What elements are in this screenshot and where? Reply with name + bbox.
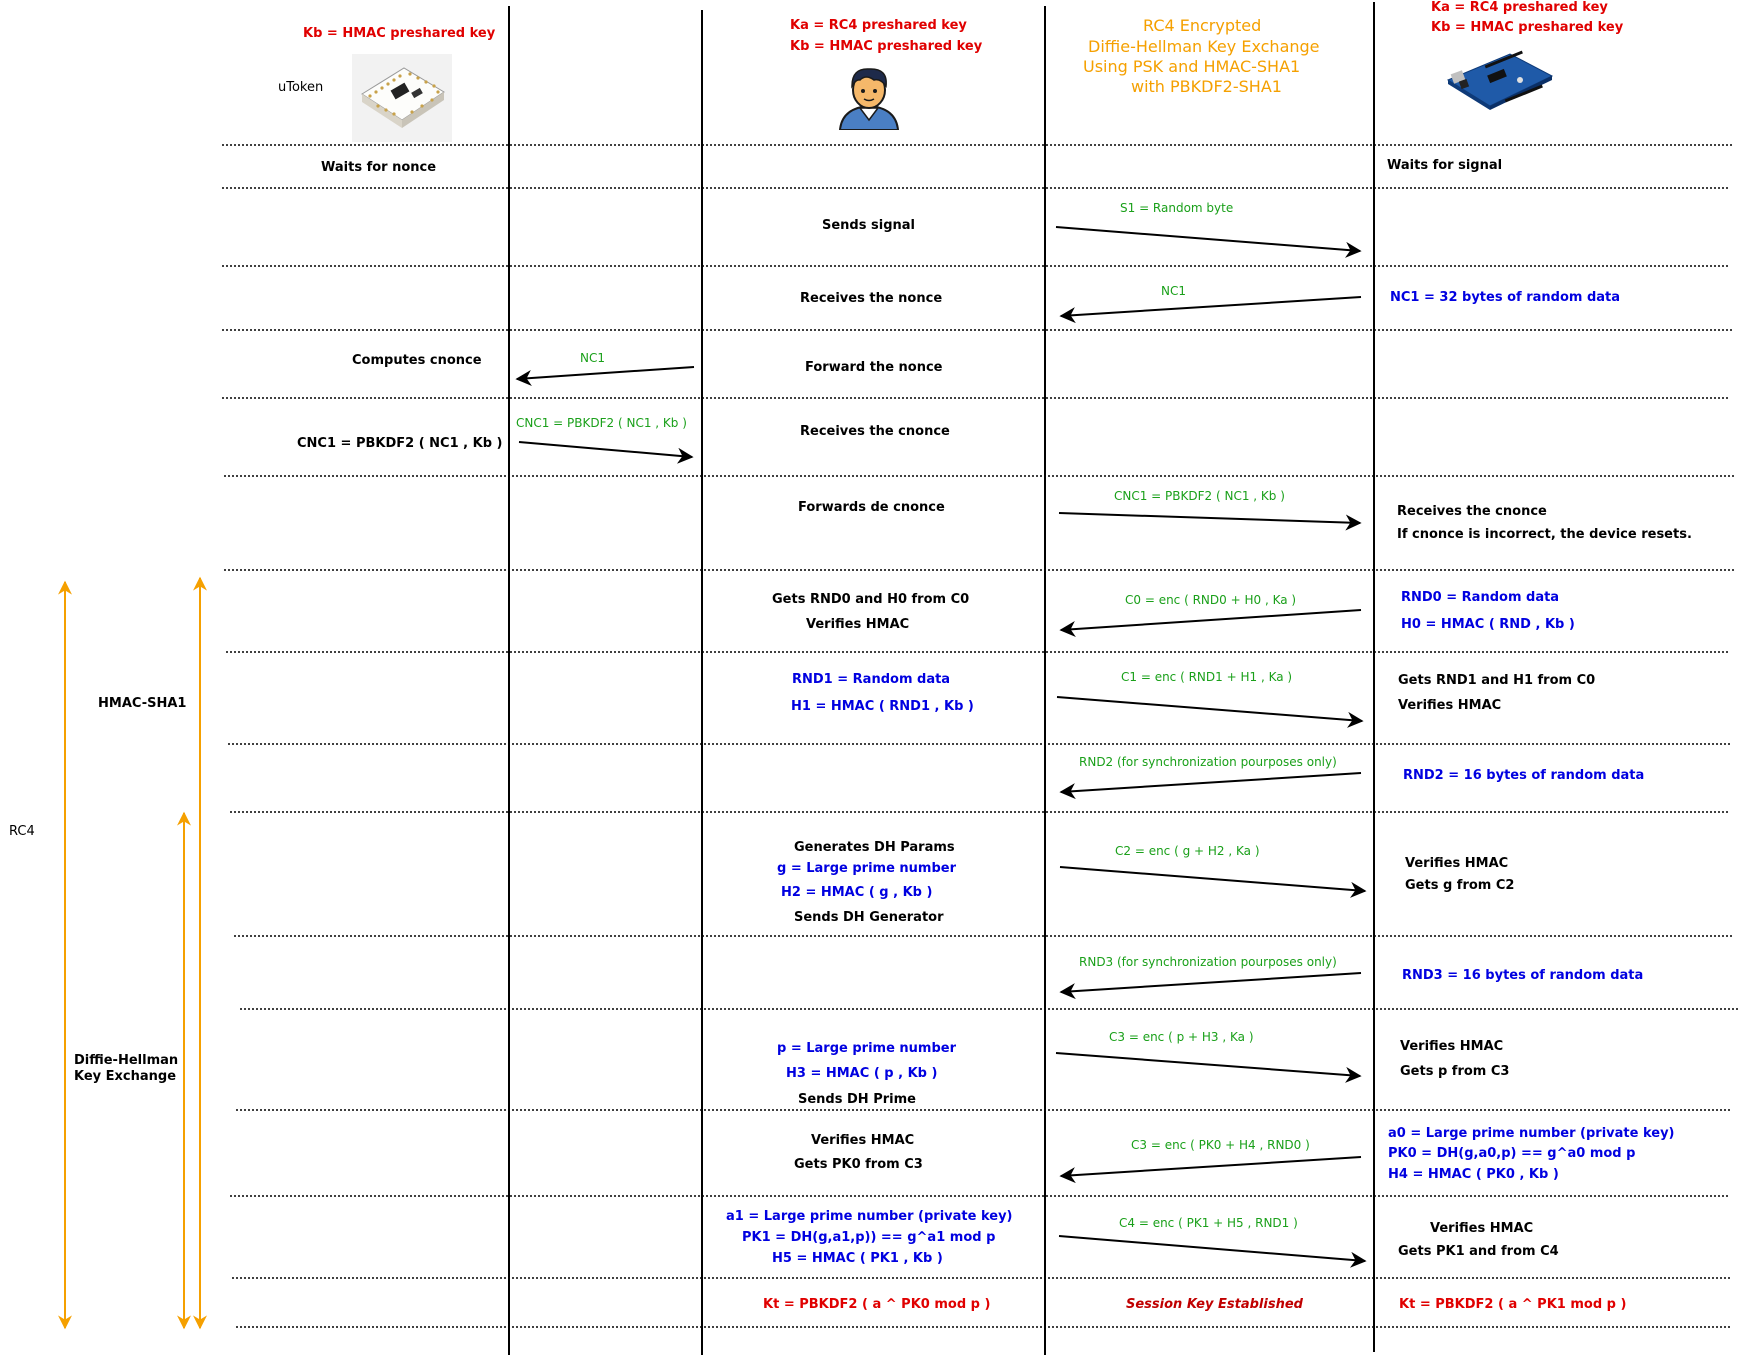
- utoken-computes-cnonce: Computes cnonce: [352, 353, 482, 368]
- user-key-2: Kb = HMAC preshared key: [790, 39, 983, 54]
- user-sends-signal: Sends signal: [822, 218, 915, 233]
- device-nc1-def: NC1 = 32 bytes of random data: [1390, 290, 1621, 305]
- device-pk0: PK0 = DH(g,a0,p) == g^a0 mod p: [1388, 1146, 1636, 1161]
- user-receives-nonce: Receives the nonce: [800, 291, 943, 306]
- user-generates-dh-params: Generates DH Params: [794, 840, 955, 855]
- user-gets-pk0: Gets PK0 from C3: [794, 1157, 923, 1172]
- device-key-2: Kb = HMAC preshared key: [1431, 20, 1624, 35]
- utoken-cnc1: CNC1 = PBKDF2 ( NC1 , Kb ): [297, 436, 503, 451]
- device-receives-cnonce: Receives the cnonce: [1397, 504, 1547, 519]
- msg-s1: S1 = Random byte: [1120, 201, 1234, 215]
- device-session-key: Kt = PBKDF2 ( a ^ PK1 mod p ): [1399, 1297, 1627, 1312]
- msg-c3-pk0: C3 = enc ( PK0 + H4 , RND0 ): [1131, 1138, 1310, 1152]
- device-verifies-hmac-5: Verifies HMAC: [1430, 1221, 1534, 1236]
- user-verifies-hmac-4: Verifies HMAC: [811, 1133, 915, 1148]
- title-line-1: RC4 Encrypted: [1143, 16, 1262, 35]
- user-p-prime: p = Large prime number: [777, 1041, 957, 1056]
- user-verifies-hmac-0: Verifies HMAC: [806, 617, 910, 632]
- user-forwards-cnonce: Forwards de cnonce: [798, 500, 945, 515]
- arrow-cnc1-device: [1058, 512, 1362, 531]
- arrow-rnd3: [1059, 972, 1362, 1000]
- user-h5: H5 = HMAC ( PK1 , Kb ): [772, 1251, 943, 1266]
- arrow-c3: [1055, 1052, 1362, 1083]
- msg-rnd3: RND3 (for synchronization pourposes only…: [1079, 955, 1337, 969]
- msg-nc1: NC1: [1161, 284, 1186, 298]
- device-h0: H0 = HMAC ( RND , Kb ): [1401, 617, 1575, 632]
- arrow-cnc1-user: [518, 441, 694, 464]
- scope-arrows: [58, 576, 207, 1330]
- device-waits-for-signal: Waits for signal: [1387, 158, 1503, 173]
- device-verifies-hmac-3: Verifies HMAC: [1400, 1039, 1504, 1054]
- user-session-key: Kt = PBKDF2 ( a ^ PK0 mod p ): [763, 1297, 991, 1312]
- user-rnd1: RND1 = Random data: [792, 672, 951, 687]
- arrow-c4: [1058, 1235, 1367, 1268]
- scope-label-dh-1: Diffie-Hellman: [74, 1053, 179, 1068]
- user-avatar-icon: [838, 68, 900, 130]
- msg-c4: C4 = enc ( PK1 + H5 , RND1 ): [1119, 1216, 1298, 1230]
- user-sends-dh-prime: Sends DH Prime: [798, 1092, 916, 1107]
- device-verifies-hmac-1: Verifies HMAC: [1398, 698, 1502, 713]
- scope-label-hmac: HMAC-SHA1: [98, 696, 187, 711]
- scope-label-dh-2: Key Exchange: [74, 1069, 177, 1084]
- device-rnd2: RND2 = 16 bytes of random data: [1403, 768, 1645, 783]
- message-arrows: [515, 226, 1367, 1268]
- user-forward-nonce: Forward the nonce: [805, 360, 943, 375]
- arrow-nc1: [1059, 296, 1362, 324]
- arrow-c0: [1059, 609, 1362, 638]
- device-key-1: Ka = RC4 preshared key: [1431, 0, 1608, 15]
- device-cnonce-reset: If cnonce is incorrect, the device reset…: [1397, 527, 1692, 542]
- arrow-c3-pk0: [1059, 1156, 1362, 1184]
- user-key-1: Ka = RC4 preshared key: [790, 18, 967, 33]
- device-a0: a0 = Large prime number (private key): [1388, 1126, 1675, 1141]
- arrow-s1: [1055, 226, 1362, 258]
- user-gets-rnd0: Gets RND0 and H0 from C0: [772, 592, 970, 607]
- title-line-4: with PBKDF2-SHA1: [1131, 77, 1282, 96]
- msg-nc1-utoken: NC1: [580, 351, 605, 365]
- device-rnd0: RND0 = Random data: [1401, 590, 1560, 605]
- utoken-label: uToken: [278, 80, 324, 95]
- row-separators: [222, 144, 1738, 1328]
- utoken-board-image: [352, 54, 452, 142]
- device-gets-p: Gets p from C3: [1400, 1064, 1510, 1079]
- user-h1: H1 = HMAC ( RND1 , Kb ): [791, 699, 974, 714]
- title-line-3: Using PSK and HMAC-SHA1: [1083, 57, 1301, 76]
- msg-c2: C2 = enc ( g + H2 , Ka ): [1115, 844, 1260, 858]
- arrow-c1: [1056, 696, 1364, 728]
- device-gets-g: Gets g from C2: [1405, 878, 1515, 893]
- msg-cnc1-device: CNC1 = PBKDF2 ( NC1 , Kb ): [1114, 489, 1285, 503]
- device-gets-pk1: Gets PK1 and from C4: [1398, 1244, 1559, 1259]
- msg-c0: C0 = enc ( RND0 + H0 , Ka ): [1125, 593, 1297, 607]
- user-g-prime: g = Large prime number: [777, 861, 957, 876]
- arduino-board-image: [1446, 50, 1554, 110]
- device-rnd3: RND3 = 16 bytes of random data: [1402, 968, 1644, 983]
- user-receives-cnonce: Receives the cnonce: [800, 424, 950, 439]
- device-gets-rnd1: Gets RND1 and H1 from C0: [1398, 673, 1596, 688]
- arrow-nc1-utoken: [515, 366, 695, 387]
- user-sends-dh-generator: Sends DH Generator: [794, 910, 944, 925]
- user-a1: a1 = Large prime number (private key): [726, 1209, 1013, 1224]
- user-pk1: PK1 = DH(g,a1,p)) == g^a1 mod p: [742, 1230, 996, 1245]
- msg-rnd2: RND2 (for synchronization pourposes only…: [1079, 755, 1337, 769]
- scope-label-rc4: RC4: [9, 824, 35, 839]
- msg-c1: C1 = enc ( RND1 + H1 , Ka ): [1121, 670, 1293, 684]
- session-key-established: Session Key Established: [1126, 1297, 1303, 1312]
- user-h2: H2 = HMAC ( g , Kb ): [781, 885, 933, 900]
- title-line-2: Diffie-Hellman Key Exchange: [1088, 37, 1320, 56]
- arrow-rnd2: [1059, 772, 1362, 800]
- utoken-waits-for-nonce: Waits for nonce: [321, 160, 437, 175]
- device-verifies-hmac-2: Verifies HMAC: [1405, 856, 1509, 871]
- user-h3: H3 = HMAC ( p , Kb ): [786, 1066, 938, 1081]
- arrow-c2: [1059, 866, 1367, 898]
- utoken-key: Kb = HMAC preshared key: [303, 26, 496, 41]
- msg-cnc1-user: CNC1 = PBKDF2 ( NC1 , Kb ): [516, 416, 687, 430]
- msg-c3: C3 = enc ( p + H3 , Ka ): [1109, 1030, 1254, 1044]
- device-h4: H4 = HMAC ( PK0 , Kb ): [1388, 1167, 1559, 1182]
